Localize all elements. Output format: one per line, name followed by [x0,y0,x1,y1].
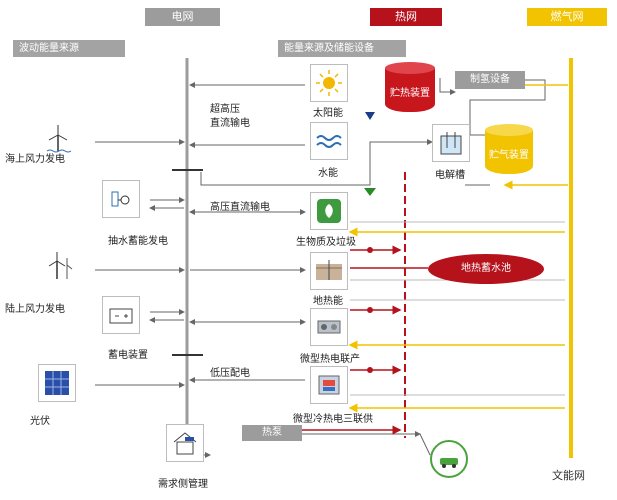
label-offshore-wind: 海上风力发电 [5,154,65,165]
label-demand-side: 需求侧管理 [158,479,208,490]
header-grid: 电网 [145,8,220,26]
label-biomass: 生物质及垃圾 [296,237,356,248]
heat-pump: 热泵 [242,425,302,441]
label-hydro: 水能 [318,168,338,179]
label-pv: 光伏 [30,416,50,427]
header-heat: 热网 [370,8,442,26]
label-uhvdc-2: 直流输电 [210,118,250,129]
geothermal-pool: 地热蓄水池 [428,254,544,284]
pumped-storage-icon [102,180,140,218]
label-micro-chp: 微型热电联产 [300,354,360,365]
label-electrolyzer: 电解槽 [435,170,465,181]
label-heat-storage: 贮热装置 [390,88,430,99]
sun-icon [310,64,348,102]
label-micro-cchp: 微型冷热电三联供 [293,414,373,425]
label-solar: 太阳能 [313,108,343,119]
onshore-wind-icon [42,248,78,284]
ev-charging-icon [430,440,468,478]
label-gas-storage: 贮气装置 [489,150,529,161]
electrolyzer-icon [432,124,470,162]
label-lv: 低压配电 [210,368,250,379]
offshore-wind-icon [40,120,76,156]
solar-panel-icon [38,364,76,402]
water-icon [310,122,348,160]
label-geothermal: 地热能 [313,296,343,307]
micro-cchp-icon [310,366,348,404]
label-uhvdc-1: 超高压 [210,104,240,115]
hydrogen-equipment: 制氢设备 [455,71,525,89]
biomass-icon [310,192,348,230]
valve-blue [365,112,375,120]
header-gas: 燃气网 [527,8,607,26]
label-onshore-wind: 陆上风力发电 [5,304,65,315]
valve-green [364,188,376,196]
micro-chp-icon [310,308,348,346]
geothermal-icon [310,252,348,290]
heat-storage-tank: 贮热装置 [385,62,435,112]
house-icon [166,424,204,462]
battery-icon [102,296,140,334]
gas-storage-tank: 贮气装置 [485,124,533,174]
label-battery: 蓄电装置 [108,350,148,361]
label-hvdc: 高压直流输电 [210,202,270,213]
section-sources-storage: 能量来源及储能设备 [278,40,406,57]
label-pumped-storage: 抽水蓄能发电 [108,236,168,247]
watermark: 文能网 [552,469,585,482]
section-variable-sources: 波动能量来源 [13,40,125,57]
